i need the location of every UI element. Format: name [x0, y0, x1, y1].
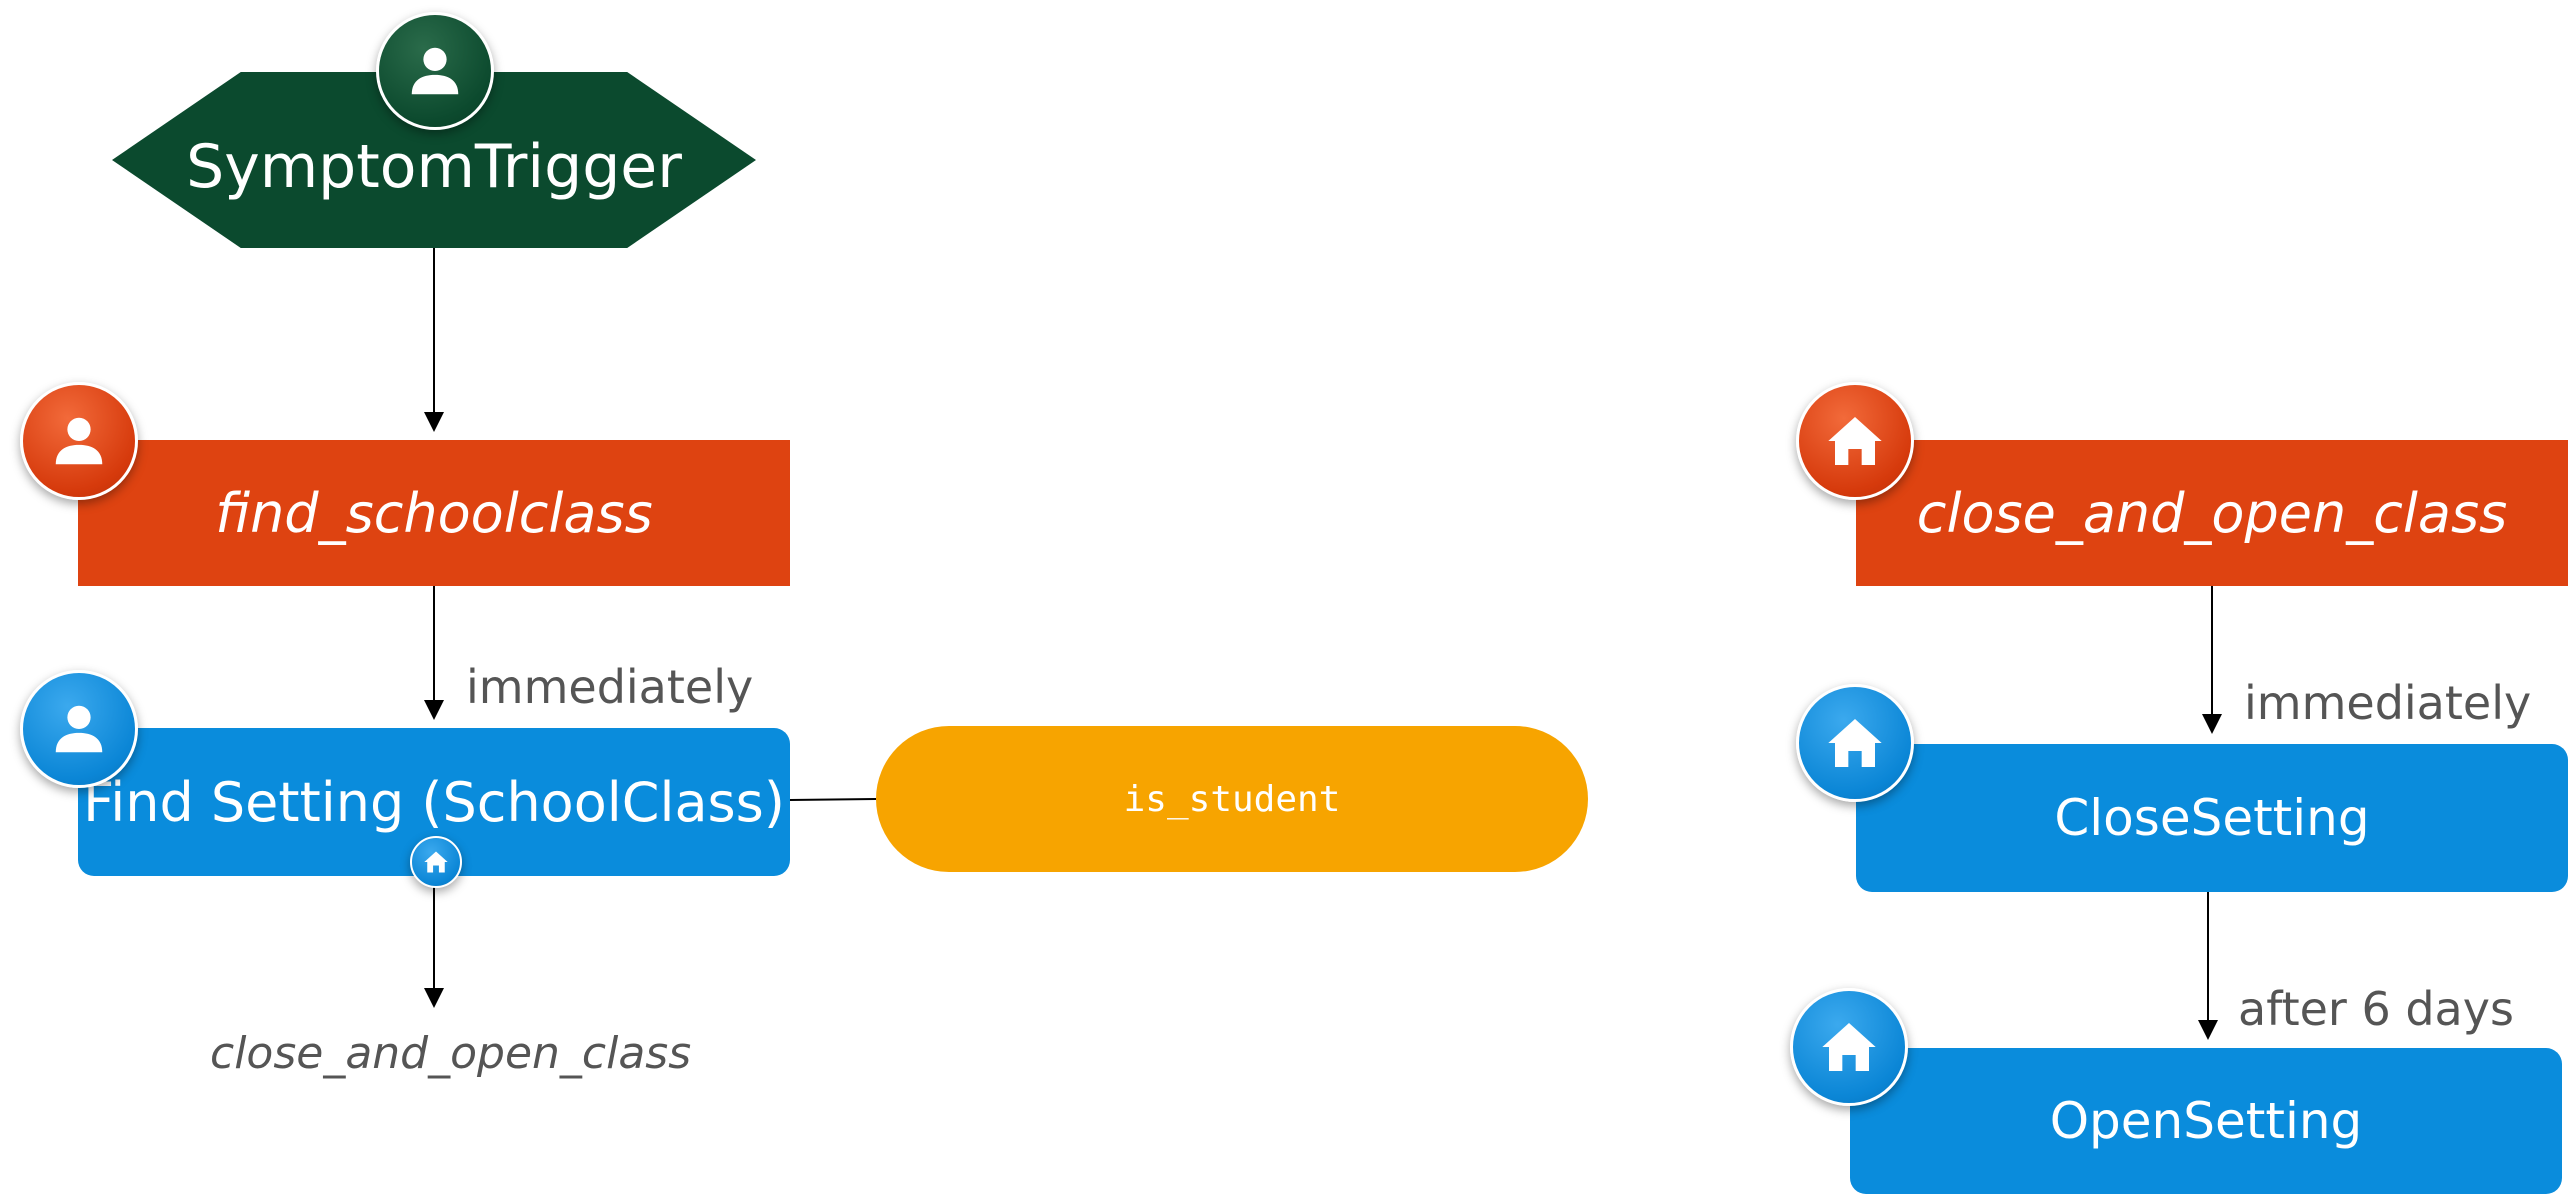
- find-setting-label: Find Setting (SchoolClass): [83, 770, 785, 834]
- edge-label-immediately-left: immediately: [466, 660, 754, 714]
- find-schoolclass-label: find_schoolclass: [215, 481, 653, 545]
- find-schoolclass-node[interactable]: find_schoolclass: [78, 440, 790, 586]
- close-setting-node[interactable]: CloseSetting: [1856, 744, 2568, 892]
- find-setting-house-icon: [410, 836, 462, 888]
- close-and-open-class-node[interactable]: close_and_open_class: [1856, 440, 2568, 586]
- find-setting-person-icon: [20, 670, 138, 788]
- close-and-open-class-house-icon: [1796, 382, 1914, 500]
- symptom-trigger-node[interactable]: SymptomTrigger: [112, 72, 756, 248]
- open-setting-house-icon: [1790, 988, 1908, 1106]
- edge-setting-to-condition: [789, 798, 877, 801]
- edge-label-immediately-right: immediately: [2244, 676, 2532, 730]
- open-setting-node[interactable]: OpenSetting: [1850, 1048, 2562, 1194]
- is-student-label: is_student: [1123, 778, 1341, 820]
- close-setting-house-icon: [1796, 684, 1914, 802]
- next-ref-label: close_and_open_class: [210, 1028, 692, 1079]
- close-setting-label: CloseSetting: [2054, 789, 2370, 847]
- edge-label-after-6-days: after 6 days: [2238, 982, 2514, 1036]
- is-student-condition[interactable]: is_student: [876, 726, 1588, 872]
- open-setting-label: OpenSetting: [2049, 1092, 2363, 1150]
- close-and-open-class-label: close_and_open_class: [1916, 481, 2508, 545]
- find-schoolclass-person-icon: [20, 382, 138, 500]
- trigger-person-icon: [376, 12, 494, 130]
- symptom-trigger-label: SymptomTrigger: [186, 132, 682, 202]
